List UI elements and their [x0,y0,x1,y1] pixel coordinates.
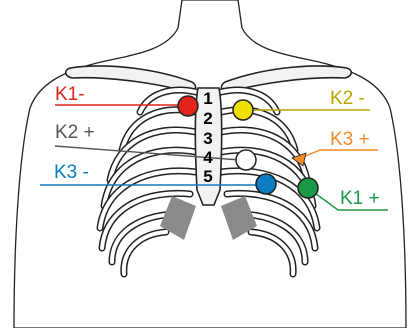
label-k3-plus: K3 + [330,129,370,150]
electrode-k1-plus[interactable] [298,178,318,198]
electrode-k1-minus[interactable] [178,96,198,116]
label-k1-plus: K1 + [340,188,380,209]
intercostal-number-4: 4 [203,148,213,167]
intercostal-number-3: 3 [203,129,212,148]
label-k2-minus: K2 - [330,88,365,109]
label-k1-minus: K1- [55,84,85,105]
electrode-k2-plus[interactable] [236,150,256,170]
label-k3-minus: K3 - [54,162,89,183]
intercostal-number-5: 5 [203,167,212,186]
intercostal-number-2: 2 [203,109,212,128]
label-k2-plus: K2 + [55,122,95,143]
intercostal-number-1: 1 [203,89,212,108]
electrode-k2-minus[interactable] [233,100,253,120]
intercostal-numbers: 1 2 3 4 5 [203,89,213,186]
electrode-k3-minus[interactable] [256,174,276,194]
